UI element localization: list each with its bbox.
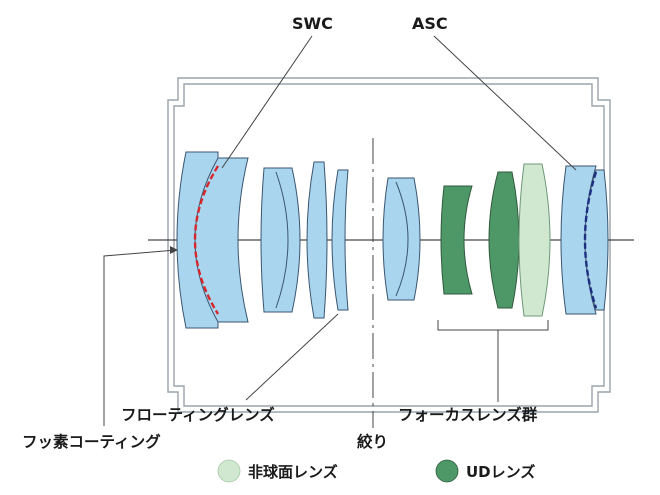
aperture-label: 絞り [357, 432, 388, 451]
lens-barrel-inner-outline [173, 83, 605, 407]
focus-aspherical-lens [518, 163, 551, 317]
focus-ud-lens-2 [488, 171, 520, 309]
floating-lens-label: フローティングレンズ [121, 405, 275, 424]
lens-barrel-outline [167, 77, 611, 413]
legend-ud-swatch [435, 459, 459, 483]
asc-leader [433, 35, 577, 171]
asc-coating [583, 171, 598, 309]
floating-lens-1 [306, 161, 328, 319]
floating-lens-leader [245, 313, 339, 401]
focus-group-label: フォーカスレンズ群 [398, 405, 538, 424]
lens-element-6 [382, 177, 421, 301]
fluorine-coating-leader [103, 249, 177, 426]
swc-coating [193, 165, 220, 315]
swc-leader [221, 35, 313, 169]
lens-element-3 [260, 167, 301, 313]
legend-ud-label: UDレンズ [466, 463, 535, 481]
focus-ud-lens-1 [440, 185, 473, 295]
swc-label: SWC [292, 14, 333, 33]
legend-aspherical-label: 非球面レンズ [248, 463, 338, 481]
fluorine-coating-label: フッ素コーティング [22, 432, 161, 451]
asc-label: ASC [412, 14, 448, 33]
legend-aspherical-swatch [217, 459, 241, 483]
focus-group-bracket [437, 320, 549, 402]
lens-element-11 [584, 169, 609, 311]
fluorine-coating-arrowhead [170, 246, 178, 254]
lens-element-6-inner [395, 181, 409, 297]
lens-element-3-inner [275, 171, 289, 309]
floating-lens-2 [331, 169, 349, 311]
